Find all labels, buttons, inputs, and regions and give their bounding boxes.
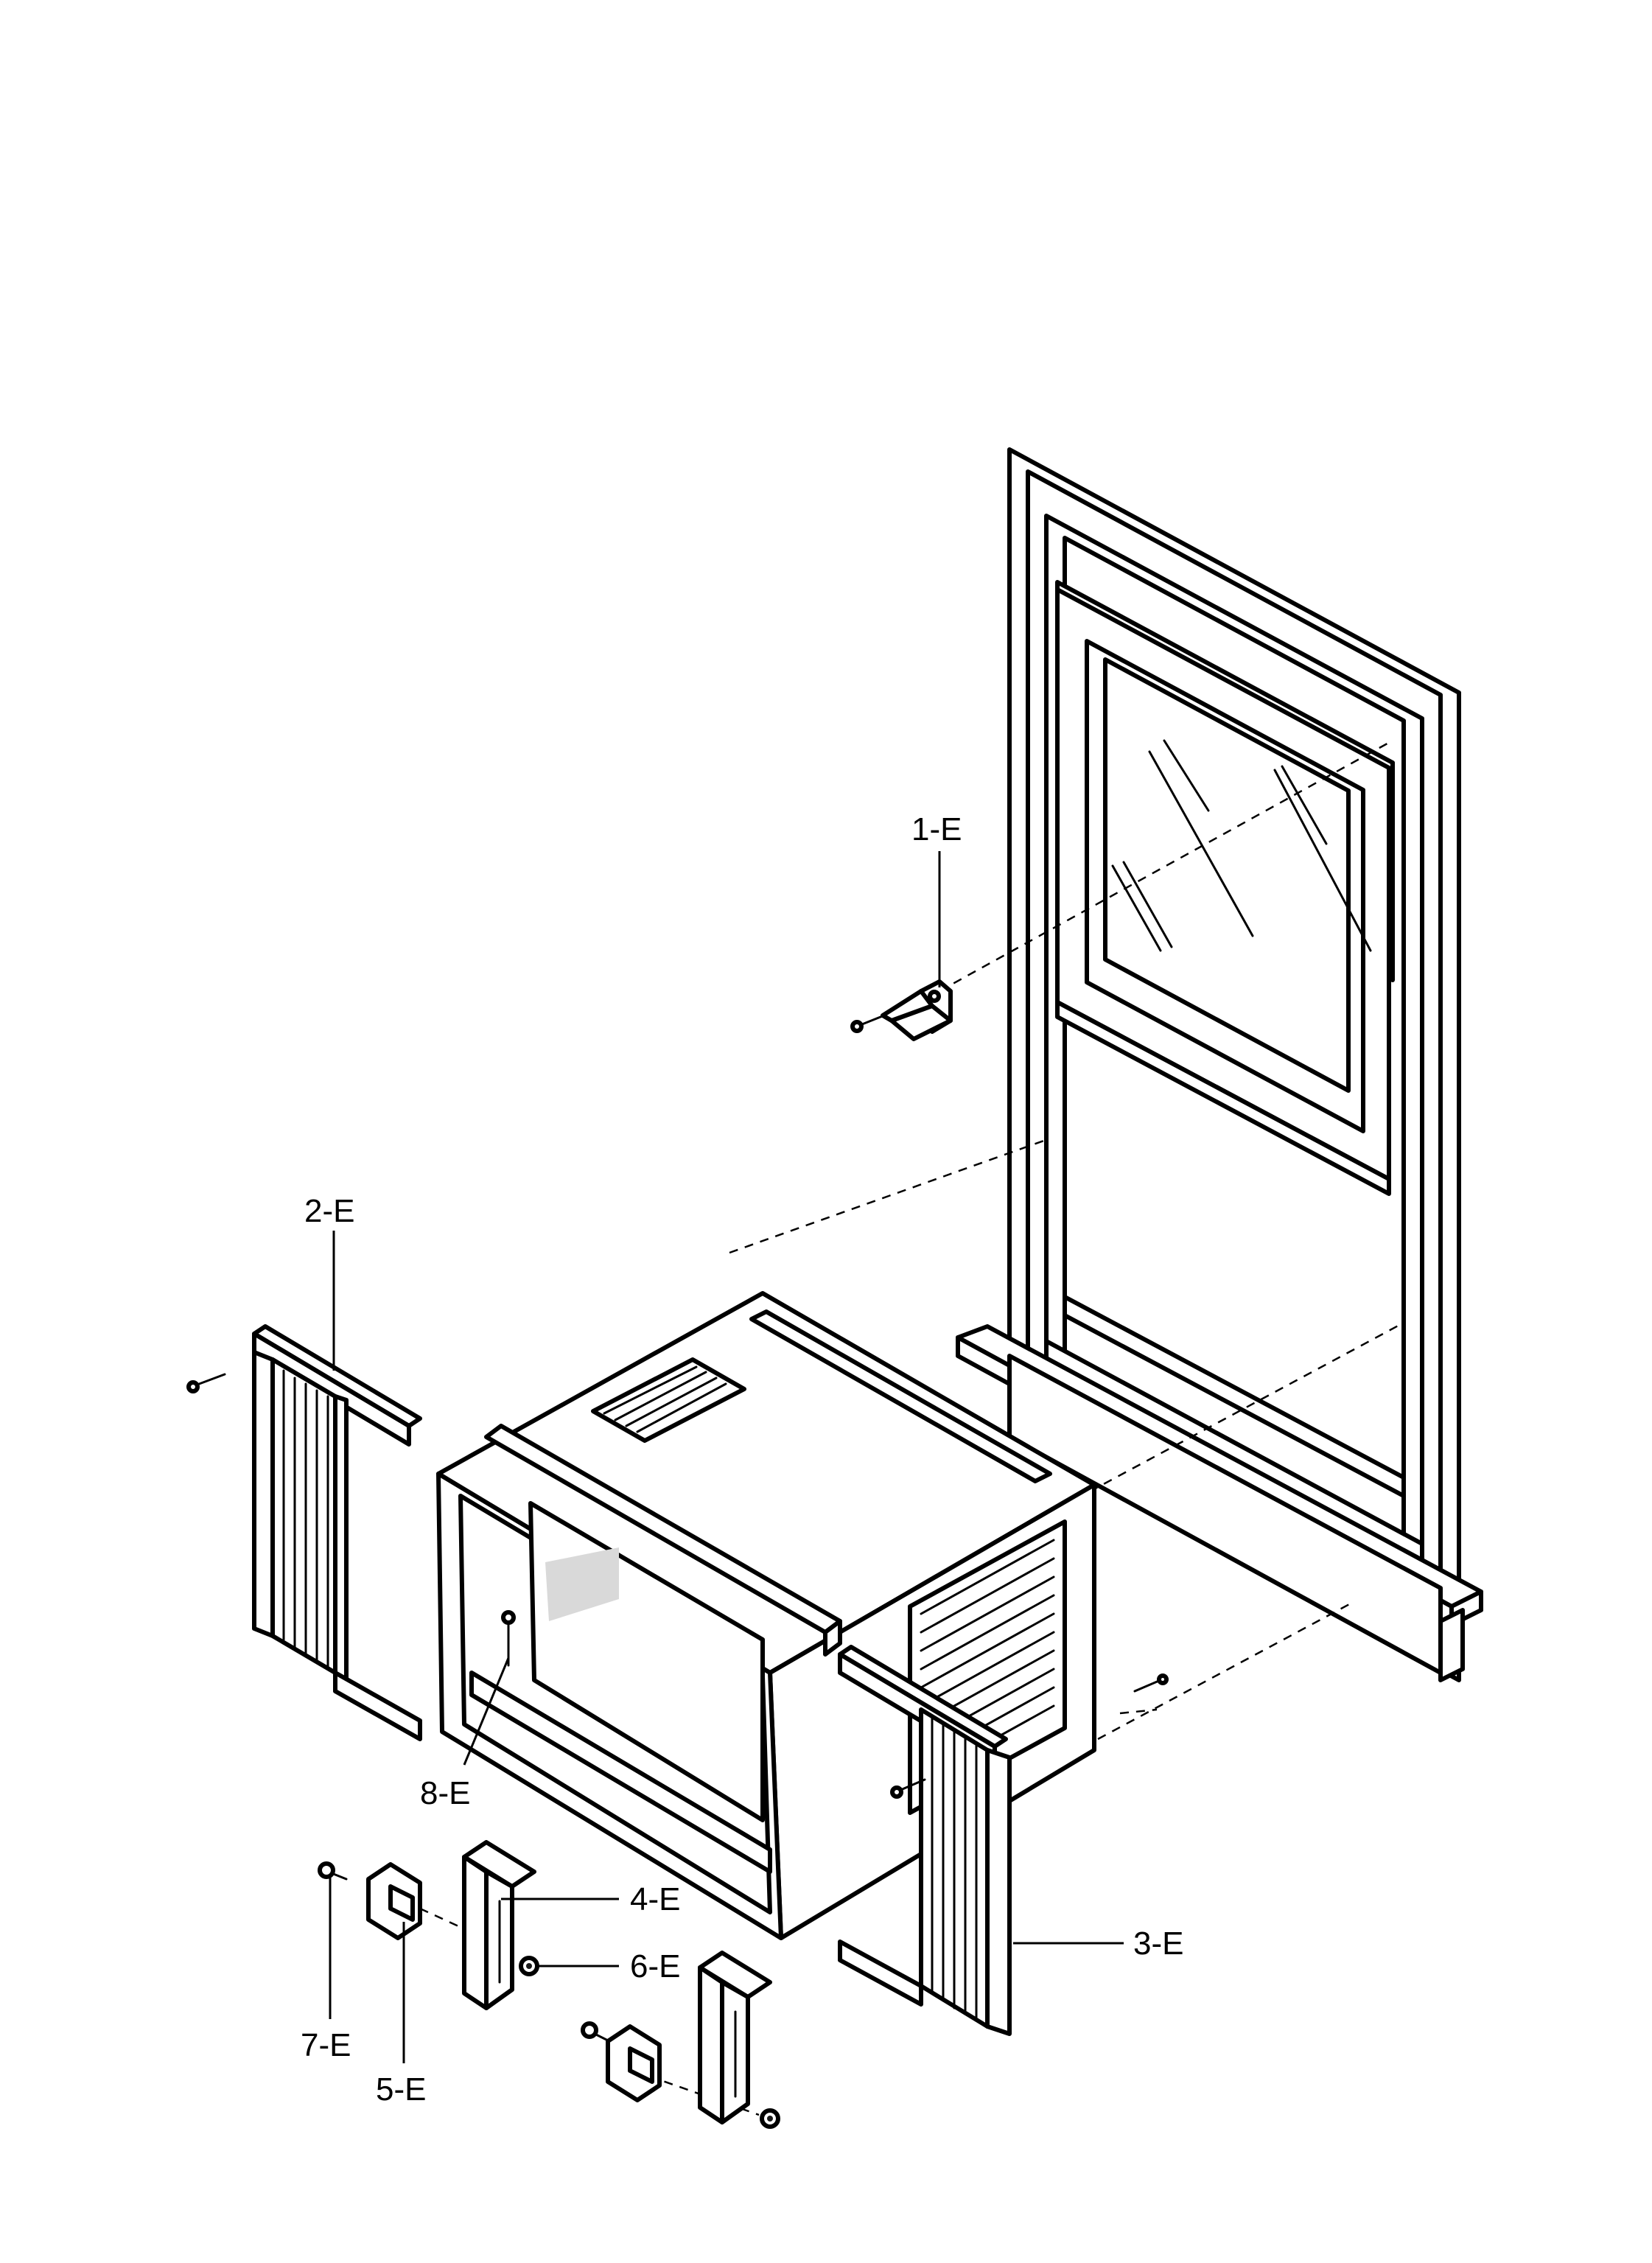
nut-6e xyxy=(519,1956,780,2129)
window-frame xyxy=(956,447,1483,1682)
side-curtain-panel-right-3e xyxy=(838,1645,1012,2036)
top-grille xyxy=(591,1357,746,1443)
bolt-7e xyxy=(318,1861,611,2043)
side-curtain-panel-left-2e xyxy=(186,1324,422,1741)
callout-2e: 2-E xyxy=(304,1193,354,1229)
callout-8e: 8-E xyxy=(420,1775,470,1811)
callout-3e: 3-E xyxy=(1133,1926,1183,1962)
callout-1e: 1-E xyxy=(911,811,962,847)
callout-5e: 5-E xyxy=(376,2071,426,2108)
callout-4e: 4-E xyxy=(630,1881,680,1917)
air-conditioner-cabinet xyxy=(436,1291,1169,1940)
callout-6e: 6-E xyxy=(630,1948,680,1984)
mounting-bracket-5e-upper xyxy=(366,1862,422,1940)
mounting-bracket-5e-lower xyxy=(606,2024,662,2102)
bracket-part-1e xyxy=(850,979,953,1041)
support-bracket-4e-upper xyxy=(462,1840,536,2010)
leader-lines xyxy=(329,851,1124,2063)
callout-7e: 7-E xyxy=(301,2027,351,2063)
support-bracket-4e-lower xyxy=(698,1951,772,2124)
